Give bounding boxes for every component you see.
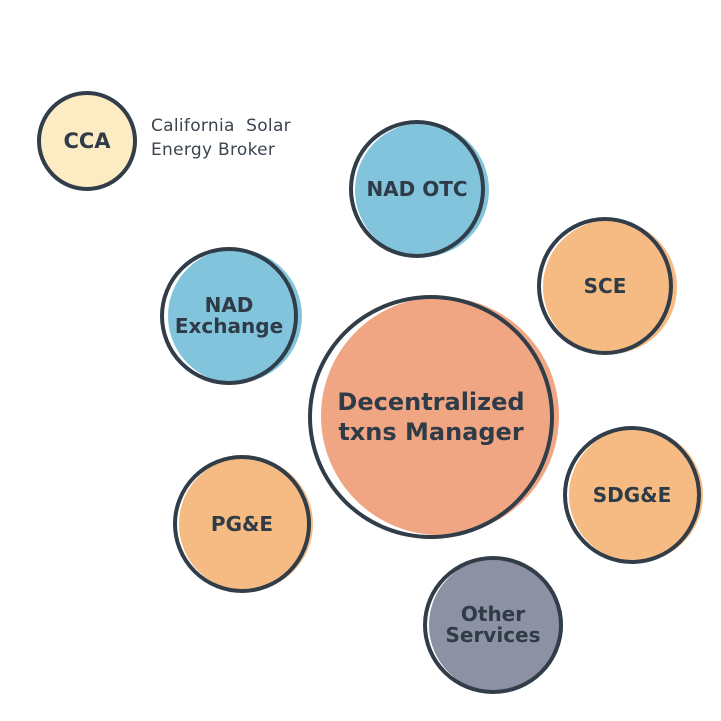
- nad-exchange-label: NAD Exchange: [160, 247, 298, 385]
- decentralized-manager-line-1: Decentralized: [337, 388, 525, 416]
- nad-exchange-bubble: NAD Exchange: [160, 247, 302, 385]
- pge-label: PG&E: [173, 455, 311, 593]
- cca-label: CCA: [37, 91, 137, 191]
- other-services-line-1: Other: [460, 602, 526, 626]
- pge-label-text: PG&E: [210, 511, 274, 536]
- sdge-bubble: SDG&E: [563, 426, 703, 564]
- sdge-label-text: SDG&E: [592, 482, 672, 507]
- nad-exchange-outline: [160, 247, 298, 385]
- pge-bubble: PG&E: [173, 455, 313, 593]
- cca-outline: [37, 91, 137, 191]
- decentralized-manager-label: Decentralized txns Manager: [308, 295, 554, 539]
- pge-outline: [173, 455, 311, 593]
- cca-bubble: CCA: [37, 91, 137, 191]
- sce-label-text: SCE: [583, 273, 627, 298]
- sce-bubble: SCE: [537, 217, 677, 355]
- sce-label: SCE: [537, 217, 673, 355]
- nad-otc-label-text: NAD OTC: [366, 176, 468, 201]
- sce-outline: [537, 217, 673, 355]
- other-services-line-2: Services: [445, 623, 541, 647]
- nad-exchange-line-1: NAD: [204, 293, 254, 317]
- nad-otc-bubble: NAD OTC: [349, 120, 489, 258]
- decentralized-manager-outline: [308, 295, 554, 539]
- other-services-outline: [423, 556, 563, 694]
- nad-otc-label: NAD OTC: [349, 120, 485, 258]
- decentralized-manager-bubble: Decentralized txns Manager: [308, 295, 559, 539]
- cca-label-text: CCA: [63, 128, 111, 153]
- sdge-outline: [563, 426, 701, 564]
- other-services-bubble: Other Services: [423, 556, 563, 694]
- decentralized-manager-line-2: txns Manager: [338, 418, 524, 446]
- legend-line-2: Energy Broker: [151, 140, 276, 160]
- legend-line-1: California Solar: [151, 116, 291, 136]
- other-services-label: Other Services: [423, 556, 563, 694]
- nad-exchange-line-2: Exchange: [174, 314, 284, 338]
- sdge-label: SDG&E: [563, 426, 701, 564]
- cca-legend-description: California Solar Energy Broker: [151, 114, 291, 162]
- nad-otc-outline: [349, 120, 485, 258]
